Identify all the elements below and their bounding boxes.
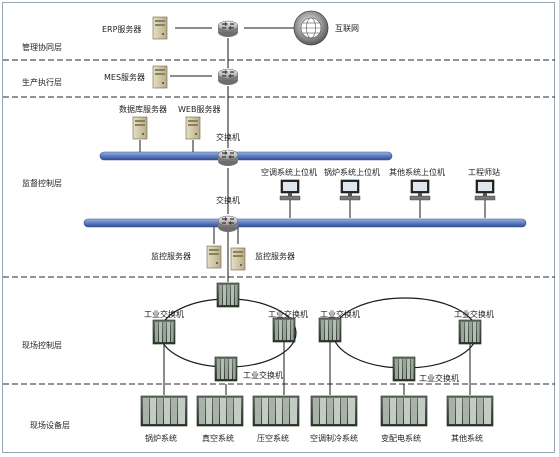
field-device-icon [252, 395, 300, 427]
other-pc-label: 其他系统上位机 [389, 168, 445, 177]
connection-lines [139, 27, 486, 395]
monitor-server-icon [230, 247, 246, 271]
industrial-switch-label: 工业交换机 [243, 371, 283, 380]
monitor-server-label: 监控服务器 [151, 252, 191, 261]
monitor-server-icon [206, 245, 222, 269]
switch-label: 交换机 [216, 196, 240, 205]
layer-label-execution: 生产执行层 [22, 78, 62, 87]
plc-icon [214, 356, 238, 382]
mes-server-label: MES服务器 [104, 73, 146, 82]
router-icon [217, 20, 239, 38]
workstation-icon [409, 179, 431, 201]
switch-icon [217, 149, 239, 167]
boiler-pc-label: 锅炉系统上位机 [324, 168, 380, 177]
monitor-bus-upper [99, 151, 393, 161]
web-server-label: WEB服务器 [178, 105, 221, 114]
industrial-switch-label: 工业交换机 [419, 374, 459, 383]
industrial-switch-label: 工业交换机 [144, 310, 184, 319]
system-label-compressed-air: 压空系统 [257, 434, 289, 443]
plc-icon [216, 282, 240, 308]
industrial-switch-label: 工业交换机 [454, 310, 494, 319]
system-label-vacuum: 真空系统 [202, 434, 234, 443]
erp-server-icon [152, 16, 168, 40]
erp-server-label: ERP服务器 [102, 25, 142, 34]
field-device-icon [140, 395, 188, 427]
database-server-icon [132, 116, 148, 140]
database-server-label: 数据库服务器 [119, 105, 167, 114]
plc-icon [392, 356, 416, 382]
layer-dividers [3, 59, 555, 385]
workstation-icon [339, 179, 361, 201]
layer-label-field-control: 现场控制层 [22, 341, 62, 350]
plc-icon [318, 317, 342, 343]
workstation-icon [474, 179, 496, 201]
field-device-icon [380, 395, 428, 427]
layer-label-field-device: 现场设备层 [30, 421, 70, 430]
web-server-icon [185, 116, 201, 140]
switch-label: 交换机 [216, 133, 240, 142]
monitor-server-label: 监控服务器 [255, 252, 295, 261]
router-icon [217, 68, 239, 86]
industrial-switch-label: 工业交换机 [320, 310, 360, 319]
hvac-pc-label: 空调系统上位机 [261, 168, 317, 177]
field-device-icon [310, 395, 358, 427]
plc-icon [458, 319, 482, 345]
plc-icon [152, 319, 176, 345]
plc-icon [272, 317, 296, 343]
field-device-icon [446, 395, 494, 427]
workstation-icon [279, 179, 301, 201]
system-label-other: 其他系统 [451, 434, 483, 443]
mes-server-icon [152, 65, 168, 89]
system-label-power: 变配电系统 [381, 434, 421, 443]
engineer-station-label: 工程师站 [468, 168, 500, 177]
system-label-hvac: 空调制冷系统 [310, 434, 358, 443]
globe-icon [293, 10, 329, 46]
layer-label-management: 管理协同层 [22, 43, 62, 52]
diagram-frame [2, 2, 555, 453]
layer-label-supervisory: 监督控制层 [22, 179, 62, 188]
field-device-icon [196, 395, 244, 427]
monitor-bus-lower [83, 218, 527, 228]
switch-icon [217, 215, 239, 233]
internet-label: 互联网 [335, 24, 359, 33]
industrial-switch-label: 工业交换机 [268, 310, 308, 319]
system-label-boiler: 锅炉系统 [145, 434, 177, 443]
